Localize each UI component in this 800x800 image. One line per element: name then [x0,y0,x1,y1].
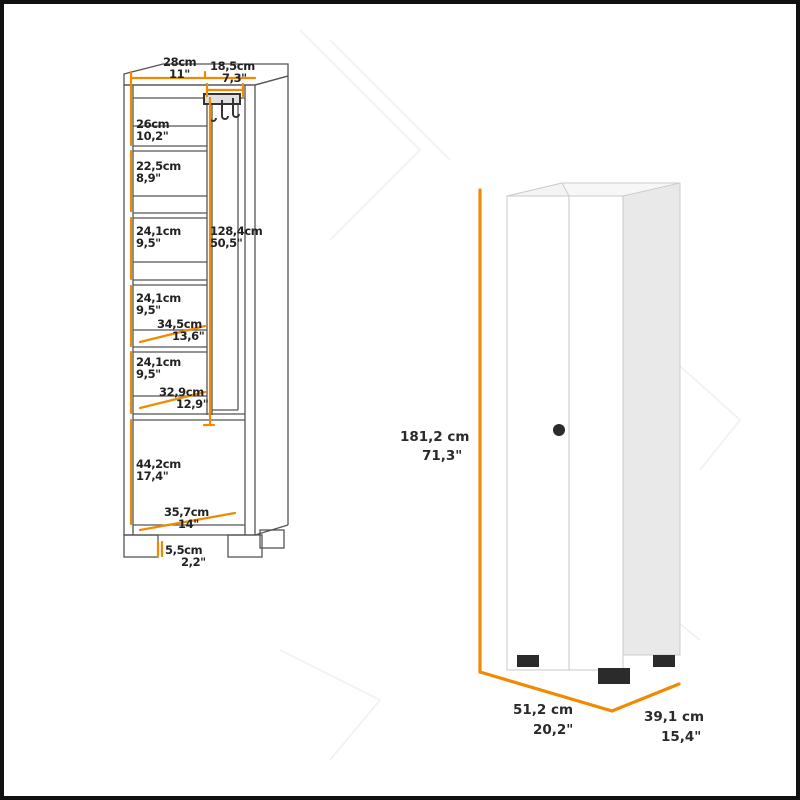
dim-depth-shelf-cm: 32,9cm [159,385,204,399]
dim-shelf1-cm: 26cm [136,117,170,131]
cabinet-doors [506,195,624,671]
dim-door-height-in: 50,5" [210,236,242,250]
closed-cabinet-illustration [506,182,681,684]
overall-height-cm: 181,2 cm [400,429,469,445]
cabinet-foot-back [653,655,675,667]
overall-depth-in: 15,4" [661,729,701,745]
dim-shelf2-in: 8,9" [136,171,161,185]
dim-width-top-in: 11" [169,67,190,81]
dim-depth-bottom-cm: 35,7cm [164,505,209,519]
dim-width-top-cm: 28cm [163,55,197,69]
cabinet-foot-right [598,668,630,684]
dim-leg-height-cm: 5,5cm [165,543,203,557]
dim-leg-height-in: 2,2" [181,555,206,569]
cabinet-top-panel [561,182,681,197]
overall-height-in: 71,3" [422,448,462,464]
dim-hook-width-cm: 18,5cm [210,59,255,73]
dim-depth-bottom-in: 14" [178,517,199,531]
dim-shelf3-cm: 24,1cm [136,224,181,238]
overall-width-cm: 51,2 cm [513,702,573,718]
dim-bottom-space-cm: 44,2cm [136,457,181,471]
door-knob-icon [553,424,565,436]
cabinet-foot-left [517,655,539,667]
interior-measure-lines [129,70,257,558]
dim-hook-width-in: 7,3" [222,71,247,85]
dim-shelf1-in: 10,2" [136,129,168,143]
overall-depth-cm: 39,1 cm [644,709,704,725]
dim-depth-mid-in: 13,6" [172,329,204,343]
interior-dimension-labels: 28cm 11" 18,5cm 7,3" 26cm 10,2" 22,5cm 8… [136,55,263,569]
dim-depth-shelf-in: 12,9" [176,397,208,411]
dim-shelf3-in: 9,5" [136,236,161,250]
overall-measure-lines [478,188,681,713]
dim-shelf2-cm: 22,5cm [136,159,181,173]
cabinet-side-panel [622,182,681,656]
dim-shelf4-in: 9,5" [136,303,161,317]
cabinet-outline [123,63,289,558]
dim-shelf4-cm: 24,1cm [136,291,181,305]
overall-width-in: 20,2" [533,722,573,738]
dim-depth-mid-cm: 34,5cm [157,317,202,331]
dim-shelf5-cm: 24,1cm [136,355,181,369]
dim-shelf5-in: 9,5" [136,367,161,381]
interior-line-drawing: 28cm 11" 18,5cm 7,3" 26cm 10,2" 22,5cm 8… [123,55,289,569]
diagram-canvas: 28cm 11" 18,5cm 7,3" 26cm 10,2" 22,5cm 8… [123,29,742,761]
dim-door-height-cm: 128,4cm [210,224,263,238]
overall-dimension-labels: 181,2 cm 71,3" 51,2 cm 20,2" 39,1 cm 15,… [400,429,704,745]
dim-bottom-space-in: 17,4" [136,469,168,483]
